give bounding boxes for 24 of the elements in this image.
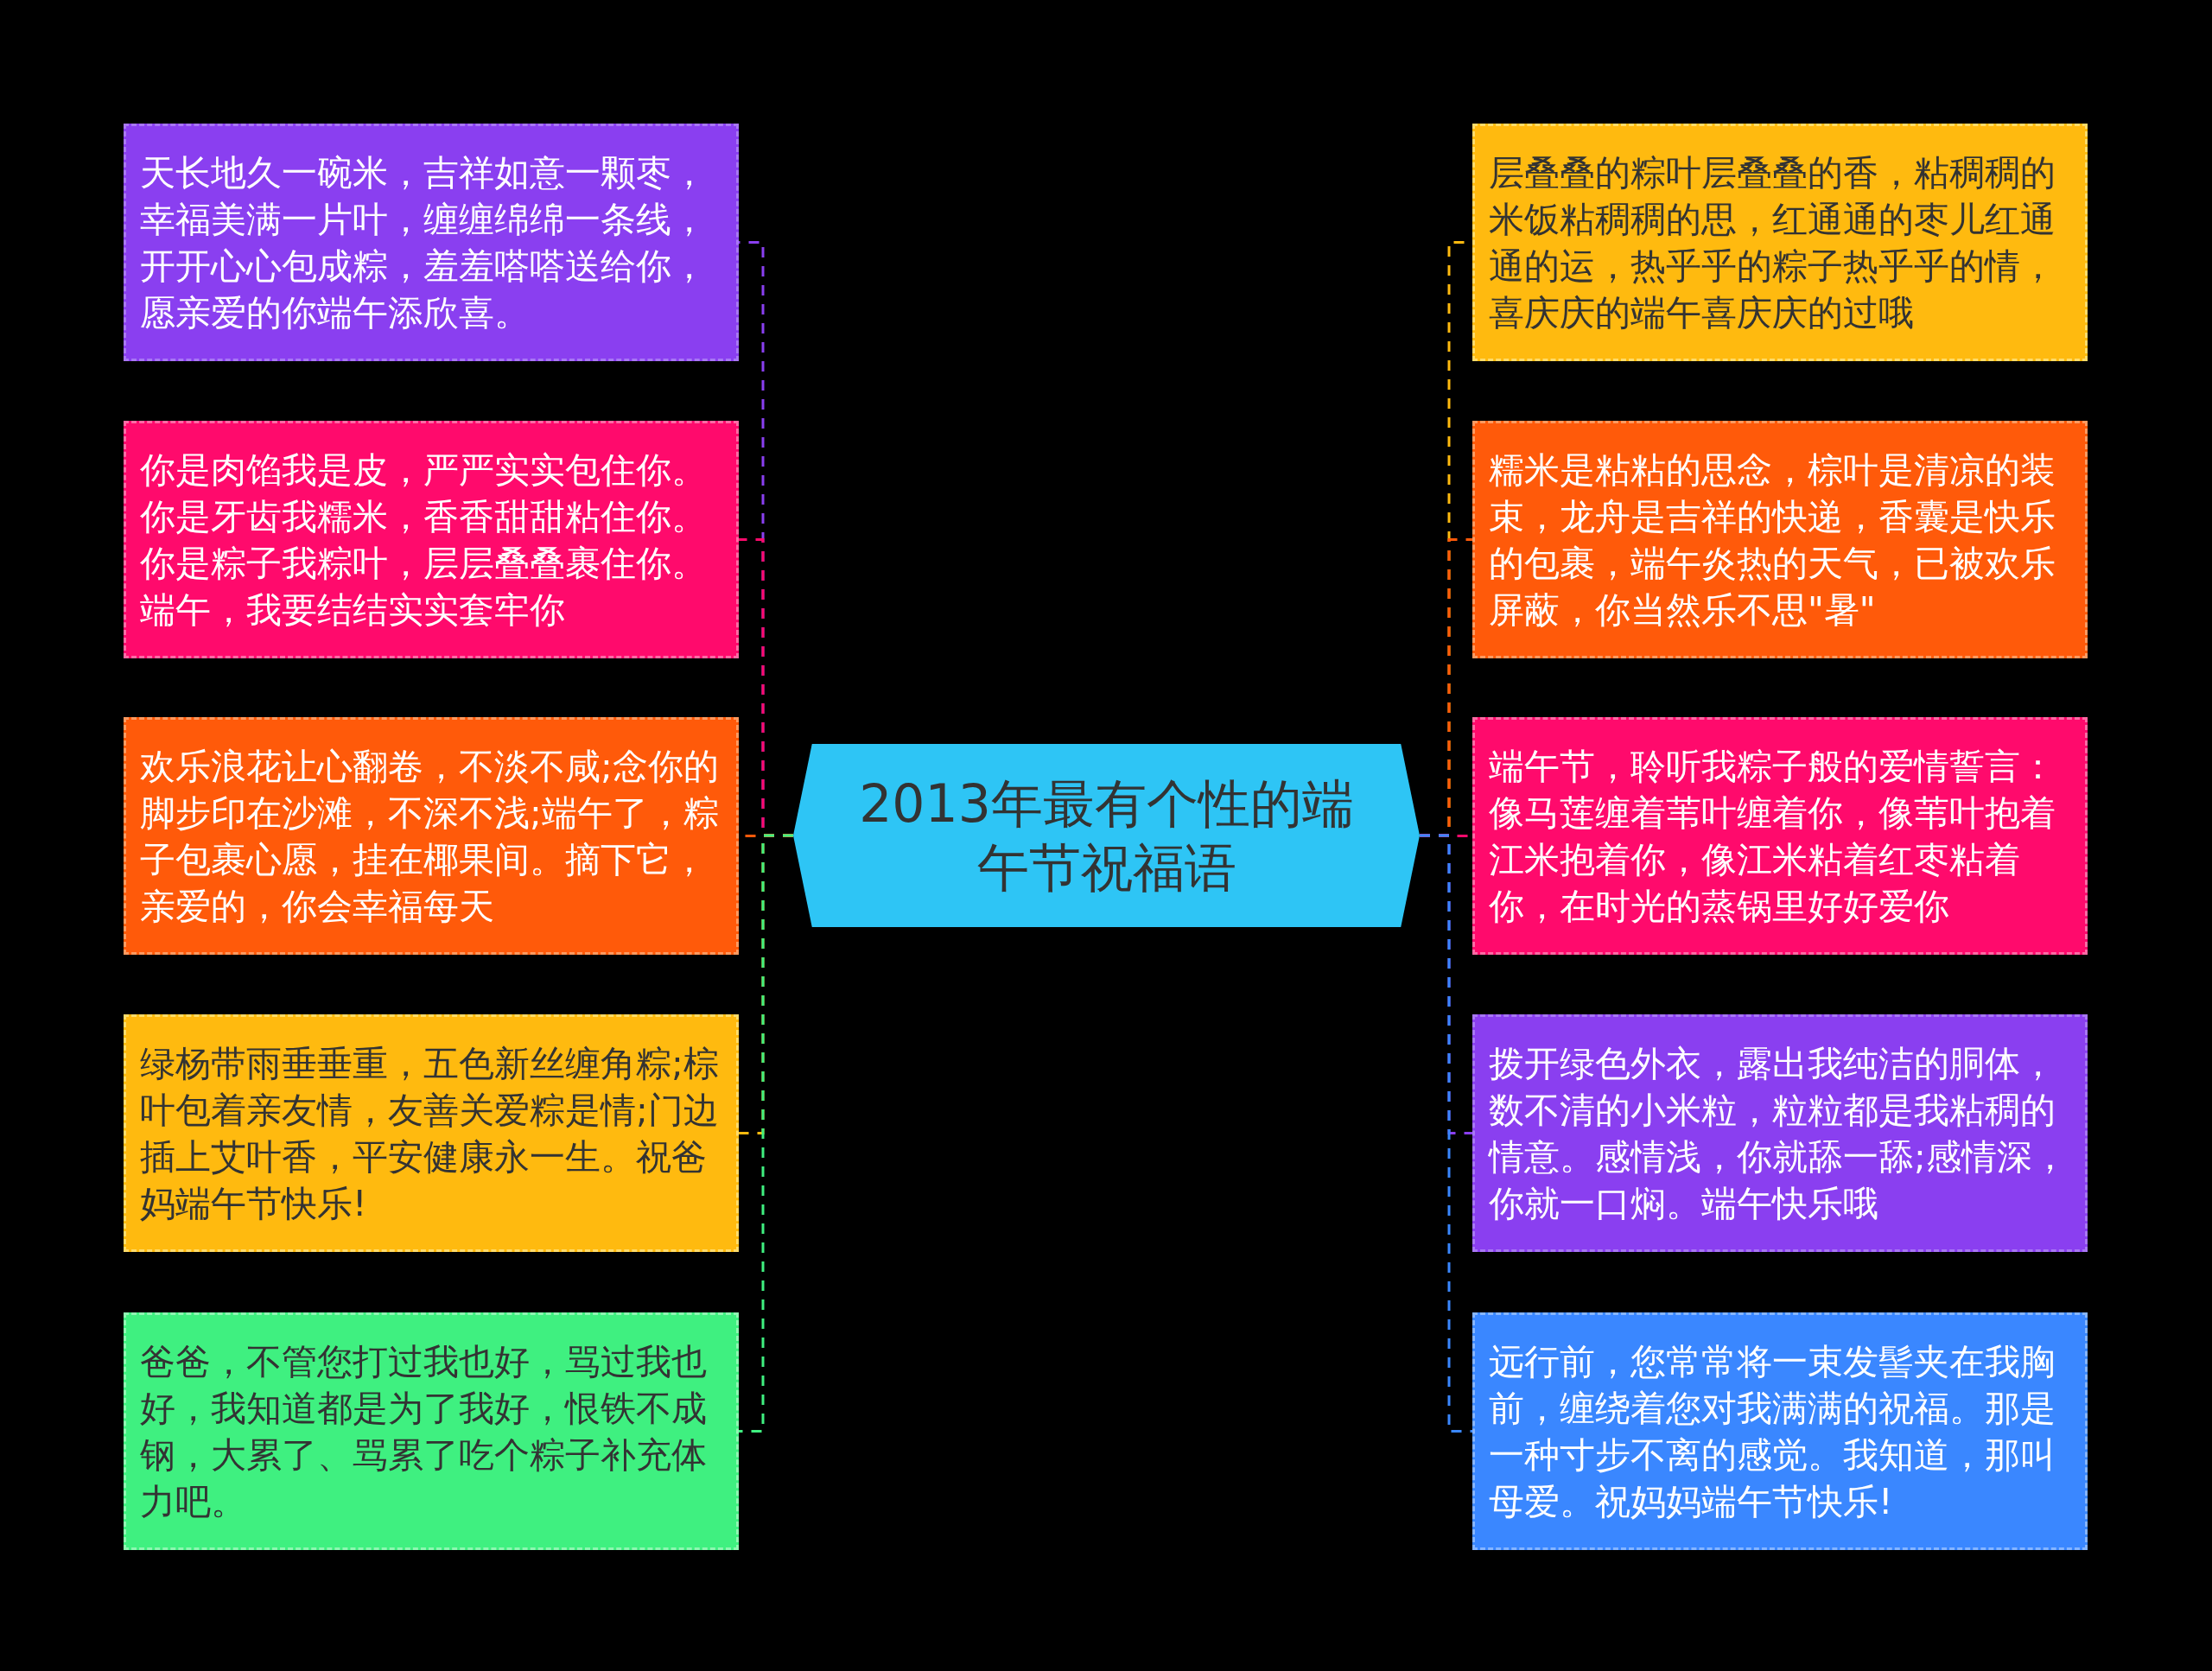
wish-text: 爸爸，不管您打过我也好，骂过我也好，我知道都是为了我好，恨铁不成钢，大累了、骂累了吃个粽子补充体力吧。 bbox=[140, 1339, 708, 1524]
wish-card bbox=[124, 124, 739, 361]
wish-card bbox=[124, 1014, 739, 1252]
wish-text: 远行前，您常常将一束发髻夹在我胸前，缠绕着您对我满满的祝福。那是一种寸步不离的感觉。我知道，那叫母爱。祝妈妈端午节快乐! bbox=[1489, 1339, 2056, 1524]
connector-line bbox=[1420, 834, 1472, 1433]
wish-text: 糯米是粘粘的思念，棕叶是清凉的装束，龙舟是吉祥的快递，香囊是快乐的包裹，端午炎热的天气，已被欢乐屏蔽，你当然乐不思"暑" bbox=[1489, 448, 2056, 632]
wish-text: 拨开绿色外衣，露出我纯洁的胴体，数不清的小米粒，粒粒都是我粘稠的情意。感情浅，你就舔一舔;感情深，你就一口焖。端午快乐哦 bbox=[1489, 1041, 2069, 1226]
wish-text: 欢乐浪花让心翻卷，不淡不咸;念你的脚步印在沙滩，不深不浅;端午了，粽子包裹心愿，挂在椰果间。摘下它，亲爱的，你会幸福每天 bbox=[140, 744, 720, 929]
wish-card bbox=[124, 421, 739, 658]
central-topic-hexagon bbox=[793, 744, 1420, 927]
wish-text: 绿杨带雨垂垂重，五色新丝缠角粽;棕叶包着亲友情，友善关爱粽是情;门边插上艾叶香，平安健康永一生。祝爸妈端午节快乐! bbox=[140, 1041, 720, 1226]
wish-card bbox=[1472, 421, 2088, 658]
topic-title: 2013年最有个性的端午节祝福语 bbox=[858, 772, 1355, 899]
wish-card bbox=[124, 1312, 739, 1550]
wish-card bbox=[1472, 1312, 2088, 1550]
wish-text: 层叠叠的粽叶层叠叠的香，粘稠稠的米饭粘稠稠的思，红通通的枣儿红通通的运，热乎乎的粽子热乎乎的情，喜庆庆的端午喜庆庆的过哦 bbox=[1489, 150, 2056, 335]
wish-card bbox=[1472, 124, 2088, 361]
wish-card bbox=[124, 717, 739, 955]
wish-card bbox=[1472, 717, 2088, 955]
wish-text: 天长地久一碗米，吉祥如意一颗枣，幸福美满一片叶，缠缠绵绵一条线，开开心心包成粽，羞羞嗒嗒送给你，愿亲爱的你端午添欣喜。 bbox=[140, 150, 708, 335]
wish-text: 你是肉馅我是皮，严严实实包住你。你是牙齿我糯米，香香甜甜粘住你。你是粽子我粽叶，层层叠叠裹住你。端午，我要结结实实套牢你 bbox=[140, 448, 708, 632]
connector-line bbox=[739, 834, 793, 1433]
wish-text: 端午节，聆听我粽子般的爱情誓言：像马莲缠着苇叶缠着你，像苇叶抱着江米抱着你，像江米粘着红枣粘着你，在时光的蒸锅里好好爱你 bbox=[1489, 744, 2056, 929]
wish-card bbox=[1472, 1014, 2088, 1252]
